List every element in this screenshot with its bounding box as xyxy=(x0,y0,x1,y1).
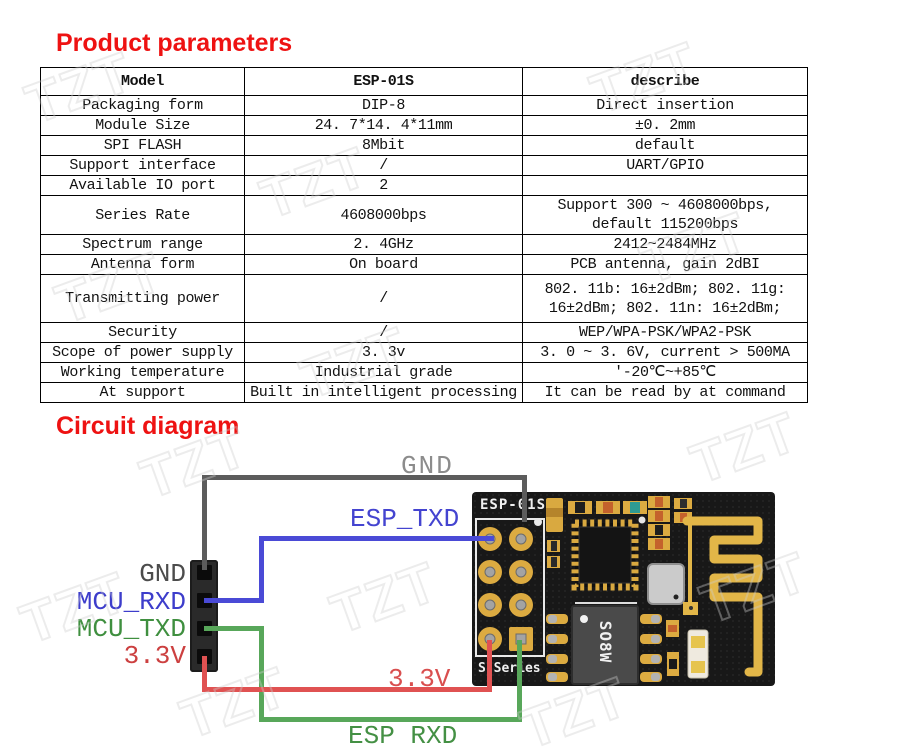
param-cell: 802. 11b: 16±2dBm; 802. 11g: 16±2dBm; 80… xyxy=(522,274,808,323)
param-cell: Available IO port xyxy=(40,175,245,196)
esp-rxd-wire-segment xyxy=(259,717,522,722)
param-cell: SPI FLASH xyxy=(40,135,245,156)
table-row: Working temperature Industrial grade '-2… xyxy=(40,362,808,383)
param-cell: / xyxy=(244,322,523,343)
pcb-antenna xyxy=(682,516,763,677)
gnd-wire-segment xyxy=(202,475,527,480)
table-row: Transmitting power / 802. 11b: 16±2dBm; … xyxy=(40,274,808,323)
param-cell: DIP-8 xyxy=(244,95,523,116)
param-cell: Antenna form xyxy=(40,254,245,275)
param-cell: Support interface xyxy=(40,155,245,176)
param-cell: 2 xyxy=(244,175,523,196)
param-cell: 3. 0 ~ 3. 6V, current > 500MA xyxy=(522,342,808,363)
table-row: Antenna form On board PCB antenna, gain … xyxy=(40,254,808,275)
column-header: Model xyxy=(40,67,245,96)
param-cell: Industrial grade xyxy=(244,362,523,383)
product-parameters-table: Model ESP-01S describe Packaging form DI… xyxy=(40,67,808,403)
table-row: Security / WEP/WPA-PSK/WPA2-PSK xyxy=(40,322,808,343)
table-row: Scope of power supply 3. 3v 3. 0 ~ 3. 6V… xyxy=(40,342,808,363)
table-row: Packaging form DIP-8 Direct insertion xyxy=(40,95,808,116)
header-pin-gnd xyxy=(197,565,212,580)
esp-txd-wire-segment xyxy=(259,536,264,603)
esp-txd-wire-segment xyxy=(259,536,494,541)
param-cell xyxy=(522,175,808,196)
param-cell: Transmitting power xyxy=(40,274,245,323)
esp-rxd-wire-segment xyxy=(517,640,522,722)
esp-rxd-net-label: ESP RXD xyxy=(348,721,458,751)
param-cell: 3. 3v xyxy=(244,342,523,363)
gnd-wire-segment xyxy=(202,476,207,570)
product-parameters-title: Product parameters xyxy=(56,29,293,57)
param-cell: On board xyxy=(244,254,523,275)
tzt-watermark: TZT xyxy=(682,398,808,496)
param-cell: Security xyxy=(40,322,245,343)
param-cell: At support xyxy=(40,382,245,403)
param-cell: Packaging form xyxy=(40,95,245,116)
pin-label-mcu-rxd: MCU_RXD xyxy=(76,587,186,617)
param-cell: 2. 4GHz xyxy=(244,234,523,255)
param-cell: 8Mbit xyxy=(244,135,523,156)
circuit-diagram-title: Circuit diagram xyxy=(56,412,240,440)
esp-txd-net-label: ESP_TXD xyxy=(350,504,460,534)
pin-label-gnd: GND xyxy=(139,559,186,589)
param-cell: Scope of power supply xyxy=(40,342,245,363)
series-silkscreen: S Series xyxy=(478,661,541,676)
param-cell: Series Rate xyxy=(40,195,245,235)
param-cell: 24. 7*14. 4*11mm xyxy=(244,115,523,136)
param-cell: Working temperature xyxy=(40,362,245,383)
table-header-row: Model ESP-01S describe xyxy=(40,67,808,96)
param-cell: default xyxy=(522,135,808,156)
smd-components-top xyxy=(546,496,692,568)
param-cell: Spectrum range xyxy=(40,234,245,255)
fiducial-dot xyxy=(638,516,646,524)
param-cell: Module Size xyxy=(40,115,245,136)
table-row: At support Built in intelligent processi… xyxy=(40,382,808,403)
column-header: ESP-01S xyxy=(244,67,523,96)
table-row: Available IO port 2 xyxy=(40,175,808,196)
table-row: Series Rate 4608000bps Support 300 ~ 460… xyxy=(40,195,808,235)
33v-net-label: 3.3V xyxy=(388,664,451,694)
module-name-silkscreen: ESP-01S xyxy=(480,497,546,513)
esp-rxd-wire-segment xyxy=(204,626,264,631)
pin-header xyxy=(190,560,218,672)
flash-chip-label: SO8W xyxy=(596,621,615,664)
led xyxy=(687,629,709,679)
pin-frame-silkscreen xyxy=(475,518,545,657)
param-cell: '-20℃~+85℃ xyxy=(522,362,808,383)
param-cell: PCB antenna, gain 2dBI xyxy=(522,254,808,275)
esp-txd-wire-segment xyxy=(204,598,264,603)
power-wire-segment xyxy=(202,687,492,692)
gnd-net-label: GND xyxy=(401,451,454,481)
power-wire-segment xyxy=(202,656,207,692)
esp8266-chip xyxy=(571,519,639,591)
smd-components-right xyxy=(666,620,679,676)
fiducial-dot xyxy=(534,518,542,526)
table-row: SPI FLASH 8Mbit default xyxy=(40,135,808,156)
param-cell: 2412~2484MHz xyxy=(522,234,808,255)
pin-holes xyxy=(478,527,533,651)
gnd-wire-segment xyxy=(522,475,527,522)
esp-rxd-wire-segment xyxy=(259,626,264,722)
pin-label-33v: 3.3V xyxy=(123,641,186,671)
crystal-oscillator xyxy=(647,563,685,605)
power-wire-segment xyxy=(487,640,492,692)
param-cell: / xyxy=(244,274,523,323)
param-cell: 4608000bps xyxy=(244,195,523,235)
param-cell: WEP/WPA-PSK/WPA2-PSK xyxy=(522,322,808,343)
table-row: Module Size 24. 7*14. 4*11mm ±0. 2mm xyxy=(40,115,808,136)
param-cell: It can be read by at command xyxy=(522,382,808,403)
table-row: Support interface / UART/GPIO xyxy=(40,155,808,176)
table-row: Spectrum range 2. 4GHz 2412~2484MHz xyxy=(40,234,808,255)
pin-label-mcu-txd: MCU_TXD xyxy=(76,614,186,644)
param-cell: Support 300 ~ 4608000bps, default 115200… xyxy=(522,195,808,235)
column-header: describe xyxy=(522,67,808,96)
esp01s-module-board: ESP-01S S Series xyxy=(472,492,775,686)
param-cell: ±0. 2mm xyxy=(522,115,808,136)
param-cell: Built in intelligent processing xyxy=(244,382,523,403)
param-cell: Direct insertion xyxy=(522,95,808,116)
param-cell: UART/GPIO xyxy=(522,155,808,176)
tzt-watermark: TZT xyxy=(322,548,448,646)
flash-chip: SO8W xyxy=(546,602,662,685)
param-cell: / xyxy=(244,155,523,176)
